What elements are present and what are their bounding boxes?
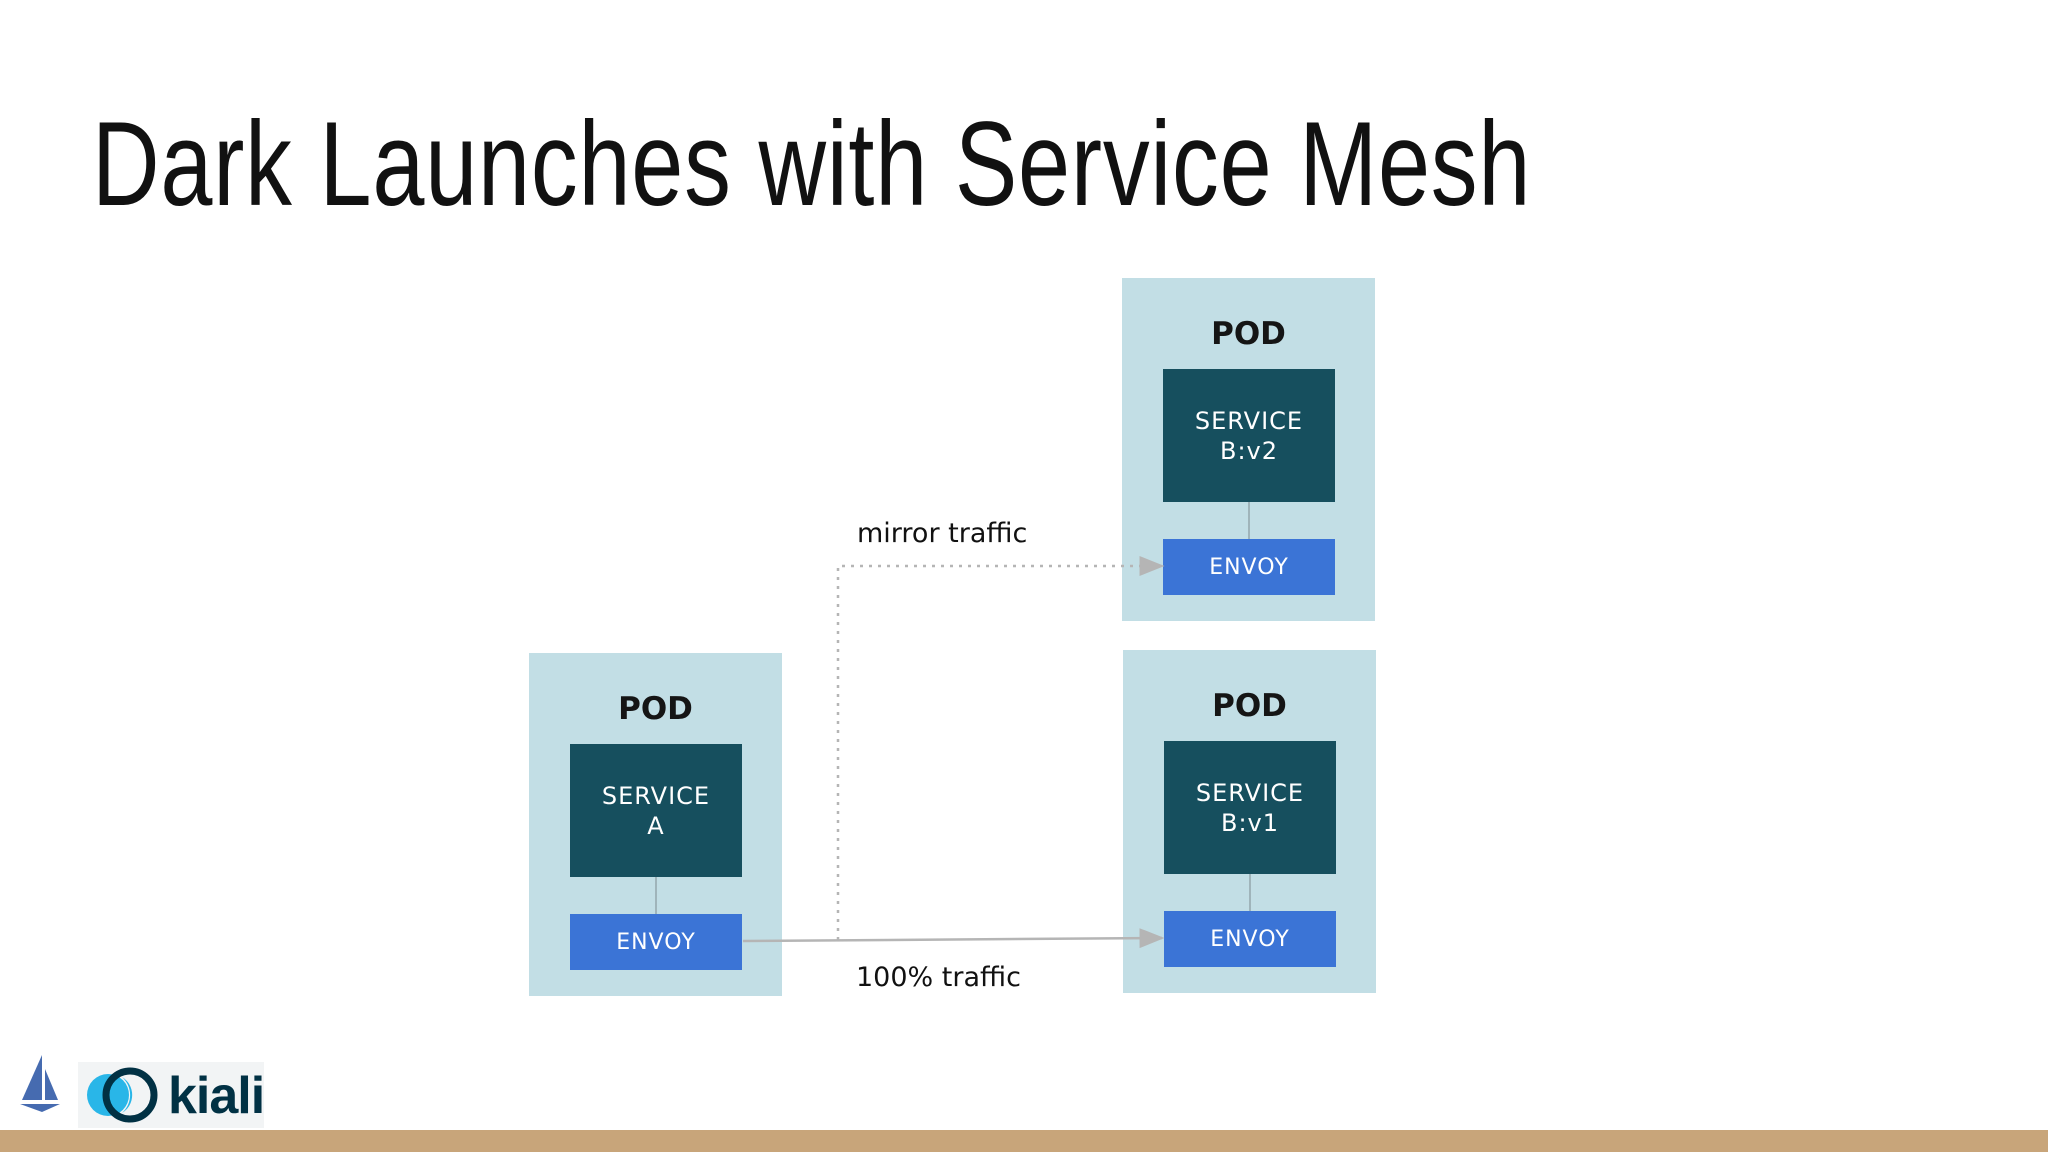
service-a-box: SERVICE A xyxy=(570,744,742,877)
service-b-v1-box: SERVICE B:v1 xyxy=(1164,741,1336,874)
service-b-v2-box: SERVICE B:v2 xyxy=(1163,369,1335,502)
service-label-line1: SERVICE xyxy=(1194,406,1304,435)
istio-sail-icon xyxy=(20,1055,60,1112)
envoy-sidecar-b-v2: ENVOY xyxy=(1163,539,1335,595)
pod-label: POD xyxy=(1212,688,1287,724)
service-label-line1: SERVICE xyxy=(1195,778,1305,807)
kiali-wordmark: kiali xyxy=(168,1067,265,1125)
mirror-traffic-arrow xyxy=(836,556,1165,940)
service-label-line1: SERVICE xyxy=(601,781,711,810)
mirror-traffic-label: mirror traffic xyxy=(857,518,1028,549)
service-envoy-connector xyxy=(655,877,657,914)
pod-service-a: POD SERVICE A ENVOY xyxy=(529,653,782,996)
slide-title: Dark Launches with Service Mesh xyxy=(92,97,1532,231)
service-envoy-connector xyxy=(1249,874,1251,911)
kiali-logo: kiali xyxy=(78,1062,265,1128)
envoy-sidecar-a: ENVOY xyxy=(570,914,742,970)
service-envoy-connector xyxy=(1248,502,1250,539)
pod-service-b-v1: POD SERVICE B:v1 ENVOY xyxy=(1123,650,1376,993)
kiali-rings-icon xyxy=(87,1067,158,1123)
service-label-line2: B:v2 xyxy=(1219,436,1279,465)
service-label-line2: A xyxy=(647,811,665,840)
pod-label: POD xyxy=(1211,316,1286,352)
primary-traffic-label: 100% traffic xyxy=(856,962,1021,993)
pod-label: POD xyxy=(618,691,693,727)
envoy-sidecar-b-v1: ENVOY xyxy=(1164,911,1336,967)
pod-service-b-v2: POD SERVICE B:v2 ENVOY xyxy=(1122,278,1375,621)
primary-traffic-arrow xyxy=(742,928,1165,949)
footer-bar xyxy=(0,1130,2048,1152)
service-label-line2: B:v1 xyxy=(1220,808,1280,837)
